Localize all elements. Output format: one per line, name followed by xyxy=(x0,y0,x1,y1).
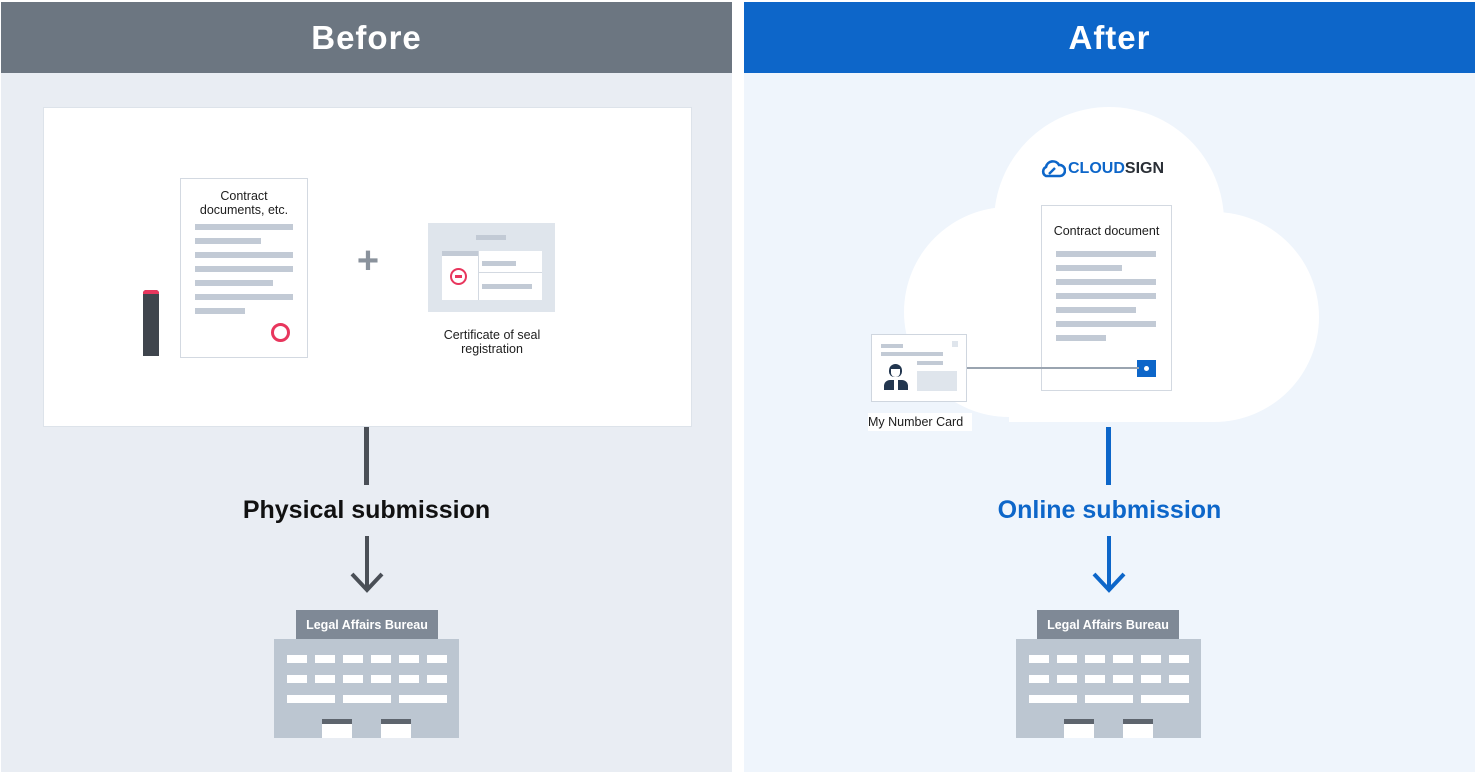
cloudsign-logo: CLOUD SIGN xyxy=(1040,158,1164,180)
brand-sign-text: SIGN xyxy=(1124,160,1165,177)
card-link-line xyxy=(963,367,1139,369)
online-submission-label: Online submission xyxy=(997,496,1222,524)
after-building-icon xyxy=(1016,639,1201,738)
before-connector-line xyxy=(364,427,369,485)
after-header: After xyxy=(744,2,1475,73)
contract-documents-label: Contract documents, etc. xyxy=(199,189,289,217)
person-photo-icon xyxy=(881,363,911,393)
before-building-icon xyxy=(274,639,459,738)
before-bureau-sign: Legal Affairs Bureau xyxy=(296,610,438,640)
certificate-label: Certificate of seal registration xyxy=(443,328,541,356)
my-number-card-label: My Number Card xyxy=(868,413,972,431)
after-bureau-sign: Legal Affairs Bureau xyxy=(1037,610,1179,640)
before-down-arrow-icon xyxy=(350,536,384,593)
after-connector-line xyxy=(1106,427,1111,485)
contract-document-icon: Contract documents, etc. xyxy=(180,178,308,358)
before-documents-card: Contract documents, etc. + xyxy=(43,107,692,427)
before-panel: Before Contract documents, etc. + xyxy=(1,2,732,772)
electronic-seal-icon xyxy=(1137,360,1156,377)
after-down-arrow-icon xyxy=(1092,536,1126,593)
before-header: Before xyxy=(1,2,732,73)
contract-document-label: Contract document xyxy=(1053,224,1160,238)
after-contract-document-icon: Contract document xyxy=(1041,205,1172,391)
cloud-logo-icon xyxy=(1041,160,1066,178)
plus-icon: + xyxy=(356,240,380,282)
physical-submission-label: Physical submission xyxy=(242,496,491,524)
my-number-card-icon xyxy=(871,334,967,402)
seal-mark-icon xyxy=(271,323,290,342)
brand-cloud-text: CLOUD xyxy=(1068,160,1125,177)
seal-stamp-icon xyxy=(143,290,159,356)
after-panel: After CLOUD SIGN Contract document xyxy=(744,2,1475,772)
seal-imprint-icon xyxy=(450,268,467,285)
certificate-icon xyxy=(428,223,555,312)
